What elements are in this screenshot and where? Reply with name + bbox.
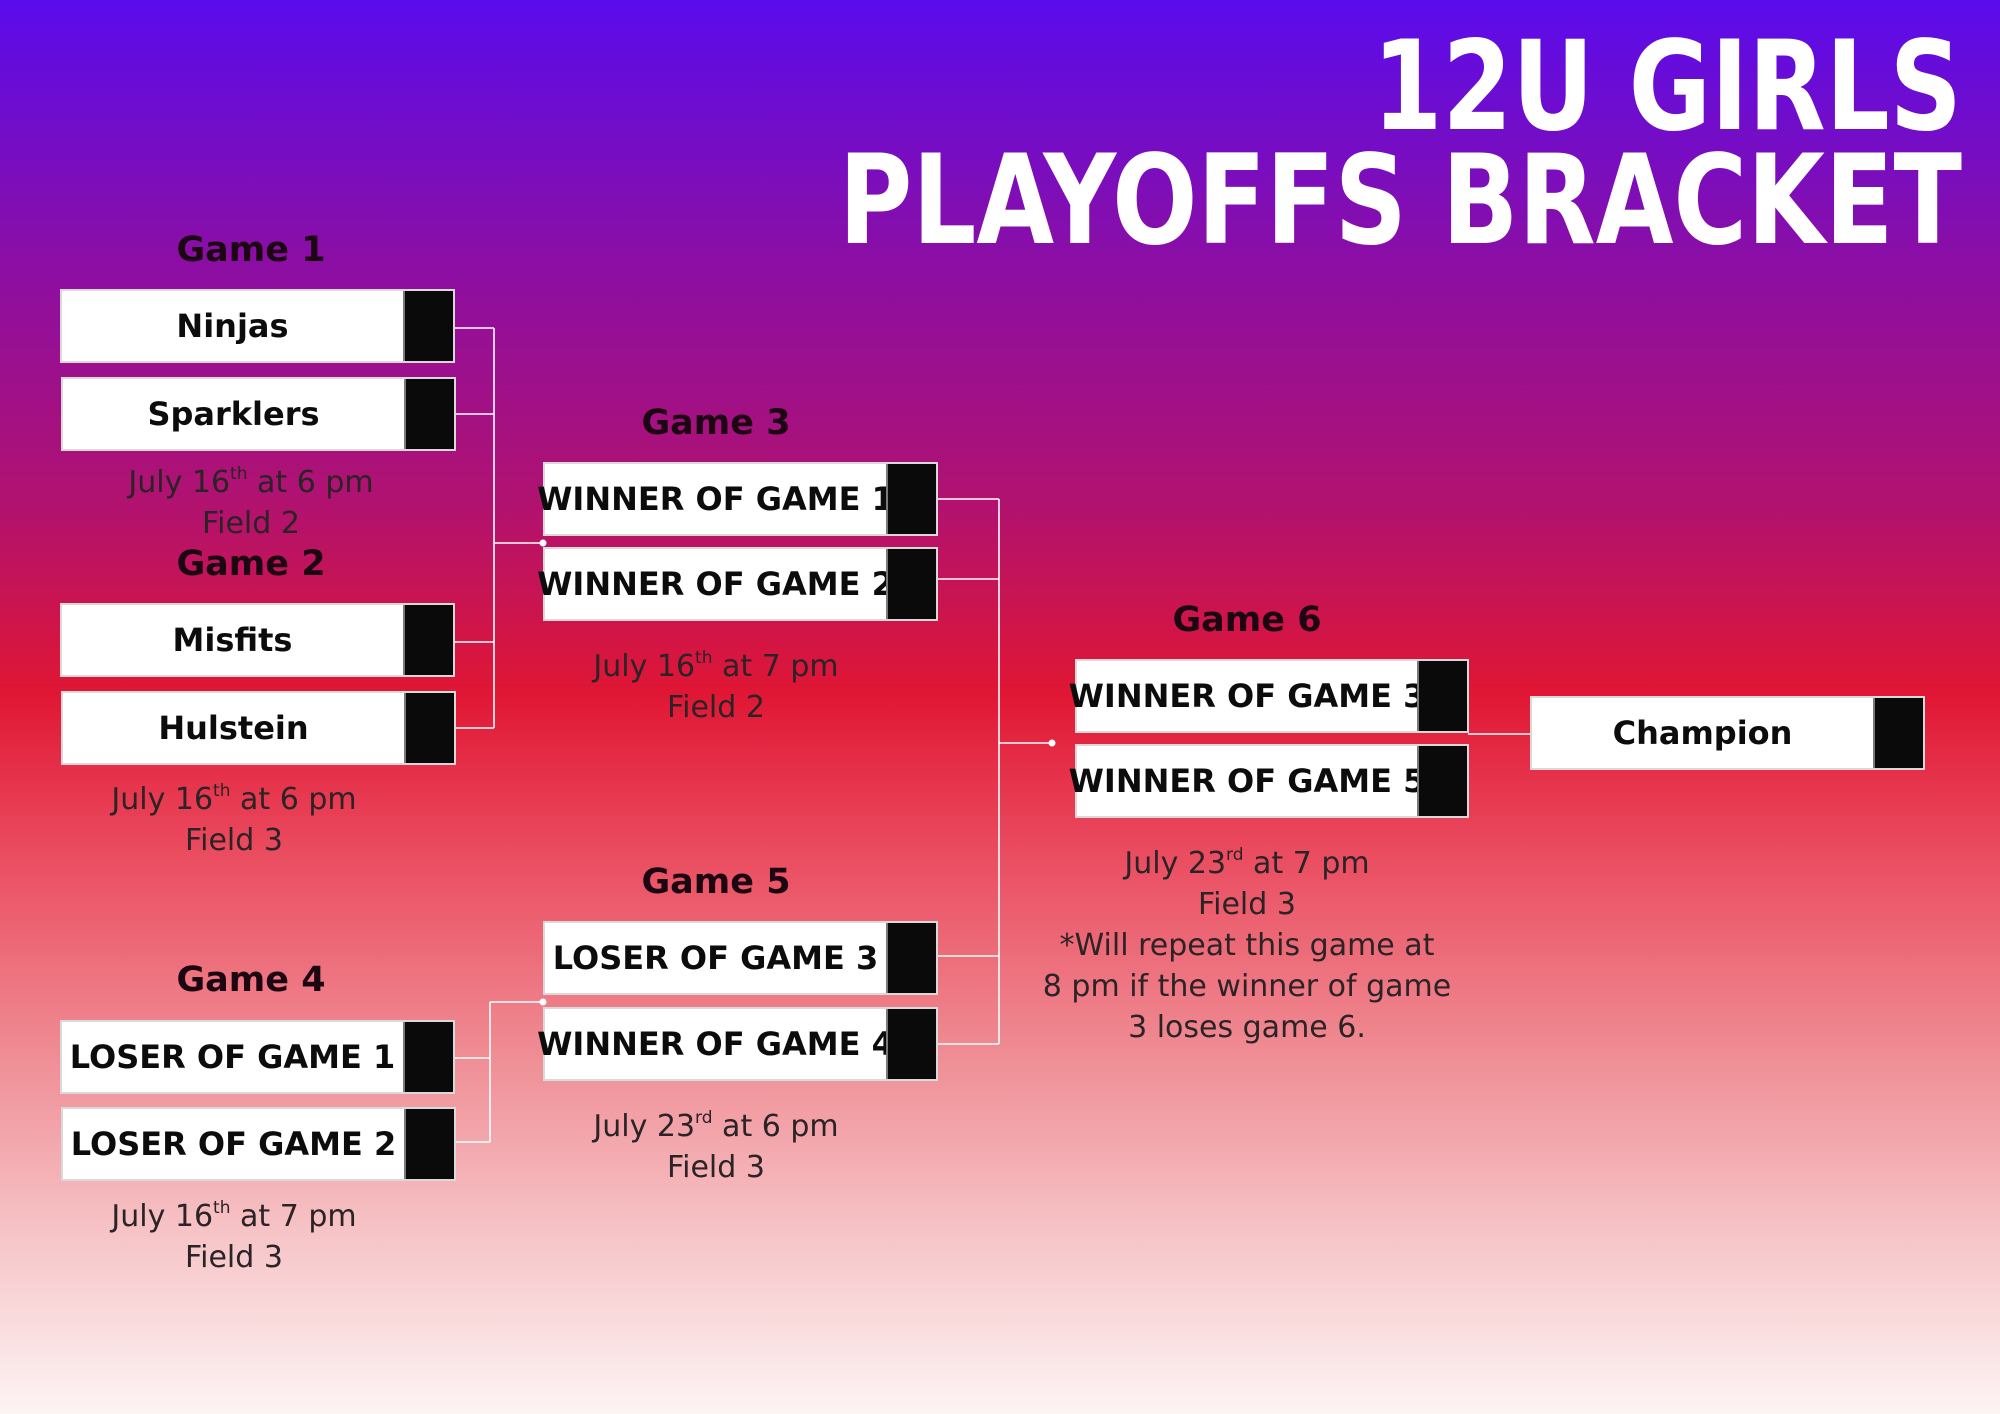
game-2-date: July 16th at 6 pm	[111, 781, 357, 817]
game-6-team-2: WINNER OF GAME 5	[1068, 744, 1469, 818]
game-2-team-2: Hulstein	[61, 691, 456, 765]
score-box	[403, 1022, 453, 1092]
game-5-info: July 23rd at 6 pm Field 3	[593, 1106, 838, 1188]
game-1-info: July 16th at 6 pm Field 2	[128, 462, 373, 544]
game-3-field: Field 2	[667, 690, 765, 725]
game-5-team-2: WINNER OF GAME 4	[537, 1007, 938, 1081]
connector-dot-g5	[539, 998, 547, 1006]
game-3-info: July 16th at 7 pm Field 2	[593, 646, 838, 728]
game-2-field: Field 3	[185, 823, 283, 858]
game-6-date: July 23rd at 7 pm	[1124, 845, 1370, 881]
team-name: LOSER OF GAME 1	[69, 1038, 396, 1076]
game-1-title: Game 1	[176, 230, 326, 270]
game-5-title: Game 5	[641, 862, 791, 902]
game-5-date: July 23rd at 6 pm	[593, 1108, 839, 1144]
game-3-date: July 16th at 7 pm	[593, 648, 839, 684]
game-4-info: July 16th at 7 pm Field 3	[111, 1196, 356, 1278]
game-2-info: July 16th at 6 pm Field 3	[111, 779, 356, 861]
game-4-team-1: LOSER OF GAME 1	[60, 1020, 455, 1094]
game-5-field: Field 3	[667, 1150, 765, 1185]
game-6-note-line-3: 3 loses game 6.	[1128, 1010, 1366, 1045]
team-name: Misfits	[172, 621, 293, 659]
connector-dot-g3	[539, 539, 547, 547]
score-box	[403, 605, 453, 675]
champion-box: Champion	[1530, 696, 1925, 770]
game-3-title: Game 3	[641, 403, 791, 443]
game-1-date: July 16th at 6 pm	[128, 464, 374, 500]
game-1-team-1: Ninjas	[60, 289, 455, 363]
game-2-title: Game 2	[176, 544, 326, 584]
game-3-team-1: WINNER OF GAME 1	[537, 462, 938, 536]
team-name: WINNER OF GAME 5	[1068, 762, 1426, 800]
team-name: LOSER OF GAME 3	[552, 939, 879, 977]
score-box	[886, 549, 936, 619]
score-box	[886, 923, 936, 993]
team-name: WINNER OF GAME 2	[537, 565, 894, 603]
connector-dot-g6	[1048, 739, 1056, 747]
title-line-2: PLAYOFFS BRACKET	[838, 129, 1962, 273]
game-1-team-2: Sparklers	[61, 377, 456, 451]
game-4-title: Game 4	[176, 960, 326, 1000]
game-6-note-line-1: *Will repeat this game at	[1059, 928, 1435, 963]
score-box	[404, 1109, 454, 1179]
score-box	[404, 693, 454, 763]
game-6-note-line-2: 8 pm if the winner of game	[1042, 969, 1452, 1004]
bracket-title: 12U GIRLS PLAYOFFS BRACKET	[838, 15, 1963, 273]
score-box	[1417, 746, 1467, 816]
team-name: WINNER OF GAME 1	[537, 480, 894, 518]
score-box	[403, 291, 453, 361]
team-name: WINNER OF GAME 4	[537, 1025, 894, 1063]
score-box	[886, 464, 936, 534]
team-name: Hulstein	[158, 709, 309, 747]
game-6-title: Game 6	[1172, 600, 1322, 640]
score-box	[1417, 661, 1467, 731]
score-box	[404, 379, 454, 449]
game-4-date: July 16th at 7 pm	[111, 1198, 357, 1234]
game-4-field: Field 3	[185, 1240, 283, 1275]
game-2-team-1: Misfits	[60, 603, 455, 677]
game-5-team-1: LOSER OF GAME 3	[543, 921, 938, 995]
team-name: Sparklers	[147, 395, 320, 433]
score-box	[1873, 698, 1923, 768]
game-1-field: Field 2	[202, 506, 300, 541]
title-line-1: 12U GIRLS	[1372, 15, 1963, 159]
game-6-team-1: WINNER OF GAME 3	[1068, 659, 1469, 733]
game-4-team-2: LOSER OF GAME 2	[61, 1107, 456, 1181]
game-6-info: July 23rd at 7 pm Field 3 *Will repeat t…	[1043, 843, 1451, 1048]
team-name: WINNER OF GAME 3	[1068, 677, 1426, 715]
game-6-field: Field 3	[1198, 887, 1296, 922]
game-3-team-2: WINNER OF GAME 2	[537, 547, 938, 621]
team-name: LOSER OF GAME 2	[70, 1125, 397, 1163]
team-name: Ninjas	[176, 307, 289, 345]
champion-label: Champion	[1612, 714, 1793, 752]
score-box	[886, 1009, 936, 1079]
